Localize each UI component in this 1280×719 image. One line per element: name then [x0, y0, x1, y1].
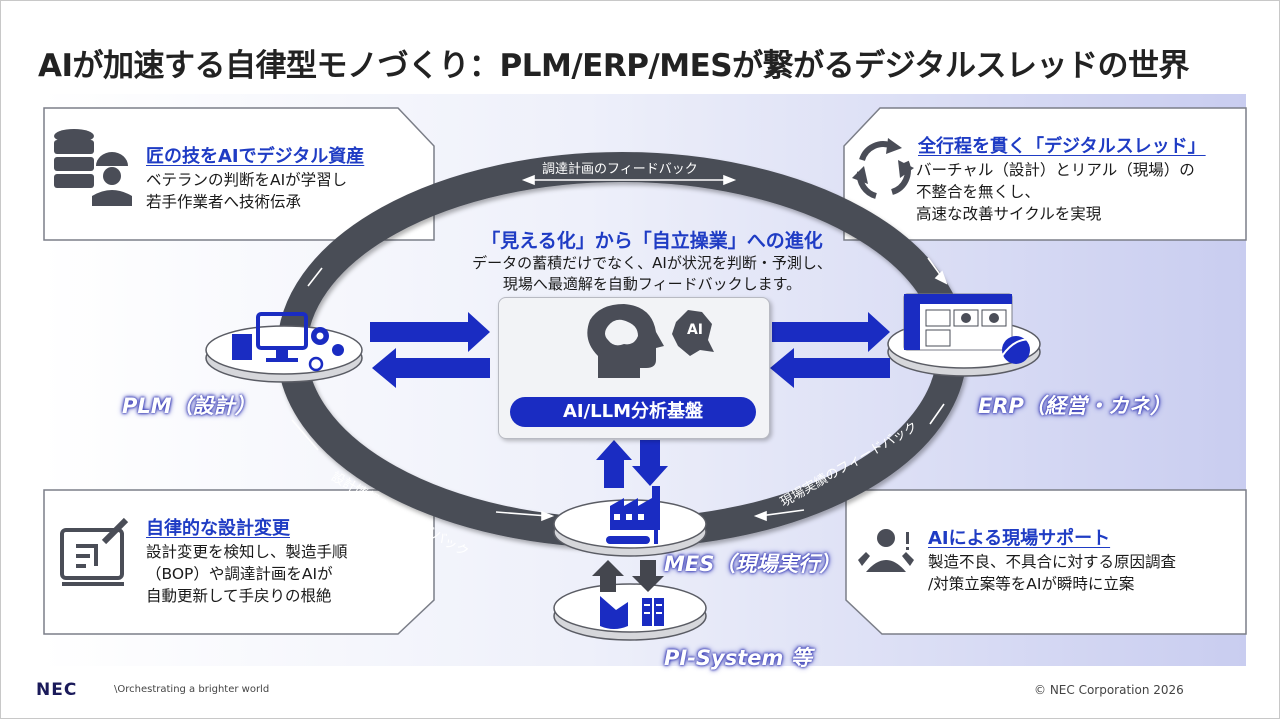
arrow-mes-to-pi: [632, 560, 664, 592]
database-worker-icon: [54, 129, 132, 206]
arrow-ai-to-erp: [772, 312, 890, 352]
box-bottom-left-line-3: 自動更新して手戻りの根絶: [146, 587, 332, 605]
mes-label: MES（現場実行）: [664, 552, 841, 576]
ai-badge: AI: [686, 322, 704, 338]
box-bottom-right-line-2: /対策立案等をAIが瞬時に立案: [928, 575, 1135, 593]
arrow-ai-to-plm: [372, 348, 490, 388]
box-top-right-line-2: 不整合を無くし、: [916, 183, 1041, 201]
blueprint-icon: [60, 517, 129, 586]
arrow-erp-to-ai: [770, 348, 890, 388]
loop-arrows: [291, 174, 948, 522]
footer-copyright: © NEC Corporation 2026: [1034, 683, 1184, 697]
box-top-right-line-3: 高速な改善サイクルを実現: [916, 205, 1102, 223]
nec-logo: NEC: [36, 680, 78, 700]
cycle-arrow-heads: [852, 138, 914, 184]
box-top-right-frame: [843, 107, 1247, 241]
center-title: 「見える化」から「自立操業」への進化: [481, 230, 823, 252]
factory-icon: [606, 486, 660, 544]
footer-tagline: \Orchestrating a brighter world: [114, 684, 270, 695]
pi-system-label: PI-System 等: [664, 646, 812, 670]
box-top-left-title: 匠の技をAIでデジタル資産: [146, 146, 365, 167]
storage-icon: [600, 596, 664, 629]
arrow-pi-to-mes: [592, 560, 624, 592]
box-bottom-left-title: 自律的な設計変更: [146, 518, 290, 539]
box-top-right-line-1: バーチャル（設計）とリアル（現場）の: [916, 161, 1195, 179]
support-person-icon: [858, 529, 914, 572]
slide-title: AIが加速する自律型モノづくり：PLM/ERP/MESが繋がるデジタルスレッドの…: [38, 48, 1190, 84]
box-bottom-right-line-1: 製造不良、不具合に対する原因調査: [928, 553, 1177, 571]
box-bottom-left-frame: [43, 489, 435, 635]
arrow-mes-to-ai: [596, 440, 632, 488]
center-line-2: 現場へ最適解を自動フィードバックします。: [502, 275, 802, 293]
loop-label-procurement: 調達計画のフィードバック: [542, 162, 698, 177]
box-top-left-line-2: 若手作業者へ技術伝承: [146, 193, 302, 211]
box-bottom-right-frame: [845, 489, 1247, 635]
arrow-ai-to-mes: [632, 440, 668, 486]
box-top-left-line-1: ベテランの判断をAIが学習し: [146, 171, 348, 189]
monitor-gears-icon: [232, 312, 344, 372]
erp-label: ERP（経営・カネ）: [978, 394, 1171, 418]
box-bottom-left-line-1: 設計変更を検知し、製造手順: [146, 543, 348, 561]
box-bottom-right-title: AIによる現場サポート: [928, 528, 1111, 549]
dashboard-globe-icon: [903, 293, 1035, 364]
ai-llm-platform-label: AI/LLM分析基盤: [510, 397, 756, 427]
center-line-1: データの蓄積だけでなく、AIが状況を判断・予測し、: [472, 254, 832, 272]
pi-disc[interactable]: [553, 583, 707, 641]
box-top-right-title: 全行程を貫く「デジタルスレッド」: [918, 136, 1206, 157]
arrow-plm-to-ai: [370, 312, 490, 352]
plm-label: PLM（設計）: [122, 394, 256, 418]
box-bottom-left-line-2: （BOP）や調達計画をAIが: [146, 565, 333, 583]
